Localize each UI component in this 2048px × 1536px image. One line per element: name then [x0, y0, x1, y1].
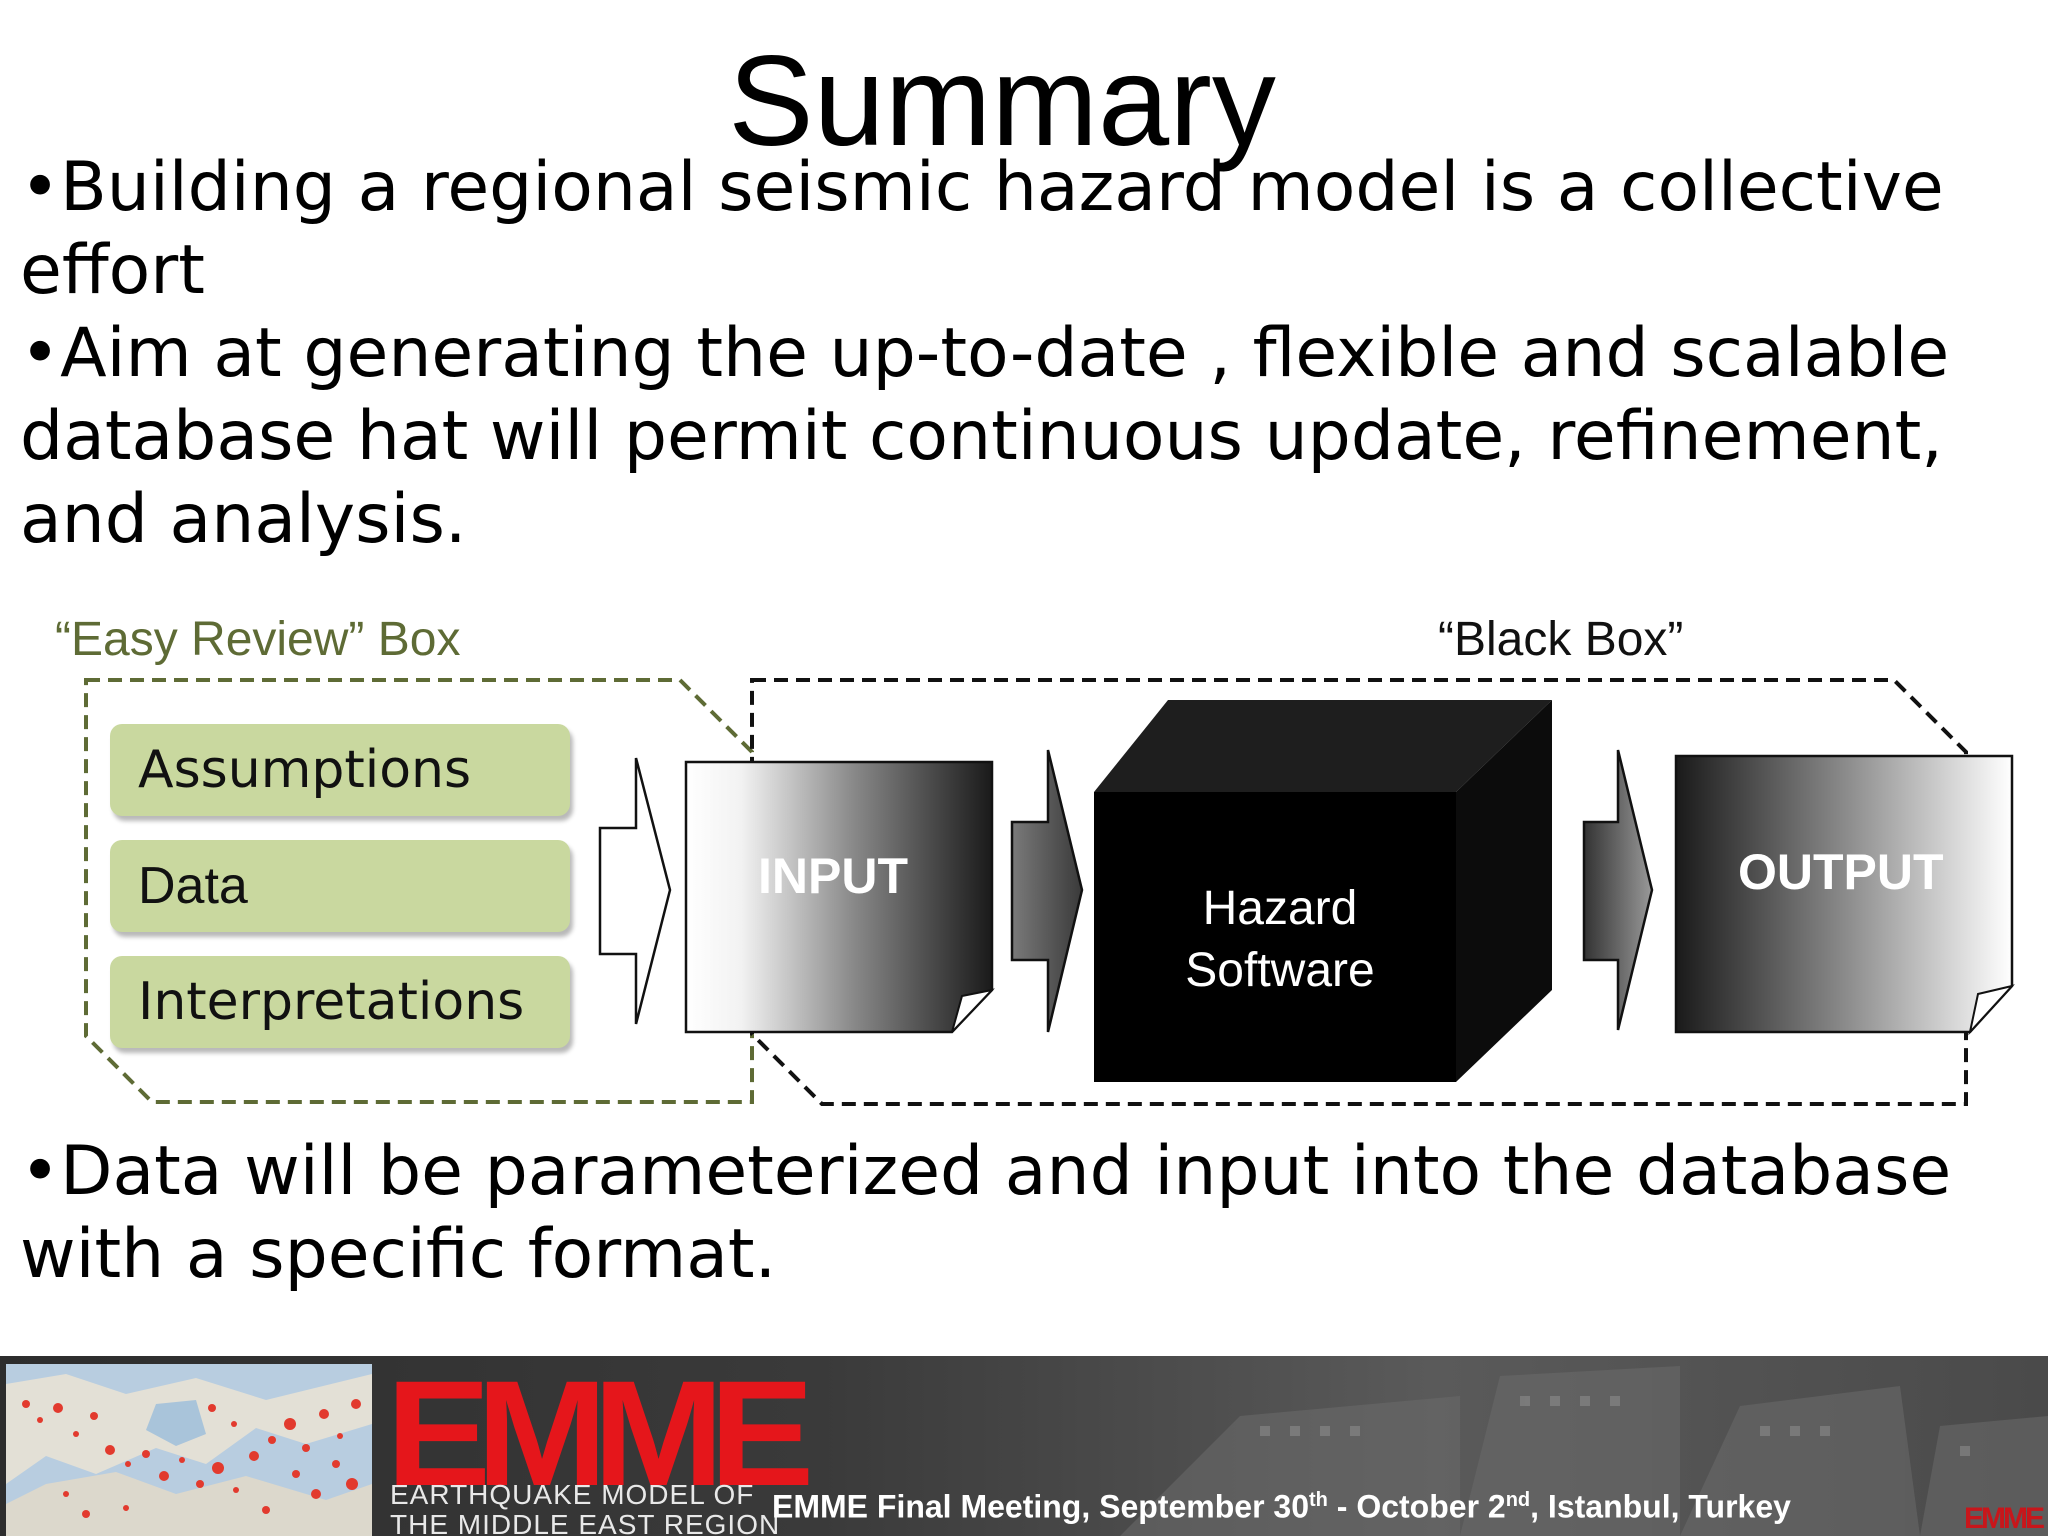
- bottom-bullet-list: •Data will be parameterized and input in…: [20, 1130, 2030, 1296]
- meeting-sup-th: th: [1309, 1489, 1328, 1511]
- logo-subtitle-line2: THE MIDDLE EAST REGION: [390, 1509, 781, 1536]
- black-box-boundary: [750, 678, 1968, 1106]
- bullet-list: •Building a regional seismic hazard mode…: [20, 146, 2030, 561]
- slide-title: Summary: [728, 30, 1276, 173]
- footer-bar: EMME EARTHQUAKE MODEL OF THE MIDDLE EAST…: [0, 1356, 2048, 1536]
- gray-arrow-2: [1582, 749, 1654, 1031]
- cube-front: [1094, 792, 1456, 1082]
- black-box-label: “Black Box”: [1438, 613, 1684, 666]
- review-item-data: Data: [110, 840, 570, 932]
- input-label: INPUT: [758, 848, 908, 904]
- easy-review-label: “Easy Review” Box: [55, 613, 461, 666]
- easy-review-boundary: [84, 678, 754, 1104]
- cube-side: [1456, 700, 1552, 1082]
- output-document-fold: [1968, 984, 2015, 1036]
- hollow-arrow: [598, 757, 672, 1025]
- workflow-diagram: [84, 678, 2015, 1106]
- bullet-item: •Building a regional seismic hazard mode…: [20, 148, 1944, 310]
- hazard-software-label: Hazard Software: [1090, 878, 1470, 1002]
- hazard-label-line1: Hazard: [1202, 882, 1358, 935]
- output-label: OUTPUT: [1738, 844, 1944, 900]
- gray-arrow-1: [1010, 749, 1084, 1033]
- seismicity-map-image: [6, 1364, 372, 1536]
- review-item-assumptions: Assumptions: [110, 724, 570, 816]
- meeting-prefix: EMME Final Meeting, September 30: [772, 1488, 1309, 1525]
- meeting-sup-nd: nd: [1505, 1489, 1531, 1511]
- meeting-suffix: , Istanbul, Turkey: [1530, 1488, 1791, 1525]
- corner-emme-logo: EMME: [1964, 1502, 2045, 1535]
- meeting-caption: EMME Final Meeting, September 30th - Oct…: [772, 1480, 1791, 1527]
- input-document-fold: [951, 988, 995, 1033]
- emme-logo: EMME: [386, 1356, 814, 1517]
- city-photo-background: [1120, 1366, 2048, 1536]
- bullet-item: •Data will be parameterized and input in…: [20, 1132, 1952, 1294]
- meeting-middle: - October 2: [1327, 1488, 1506, 1525]
- review-item-interpretations: Interpretations: [110, 956, 570, 1048]
- cube-top: [1094, 700, 1552, 792]
- bullet-item: •Aim at generating the up-to-date , flex…: [20, 314, 1950, 559]
- hazard-label-line2: Software: [1185, 944, 1375, 997]
- logo-subtitle: EARTHQUAKE MODEL OF THE MIDDLE EAST REGI…: [390, 1480, 780, 1536]
- logo-subtitle-line1: EARTHQUAKE MODEL OF: [390, 1479, 755, 1510]
